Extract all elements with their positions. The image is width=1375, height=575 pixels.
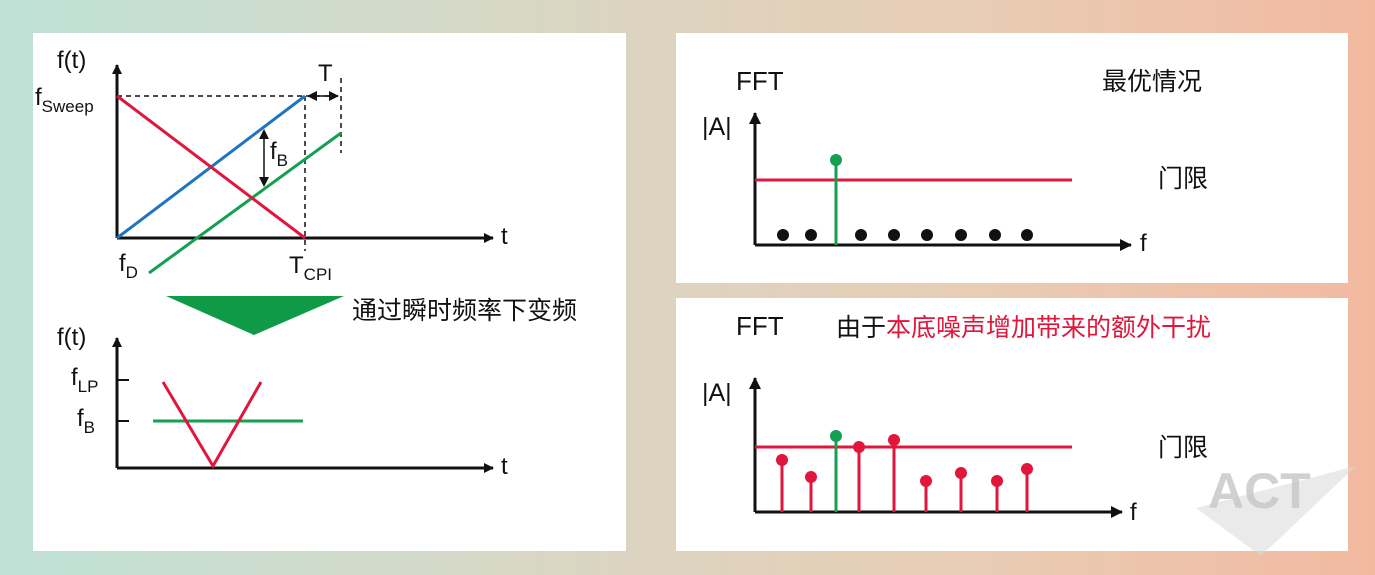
noise-stem-marker [991, 475, 1003, 487]
noise-title-highlight: 本底噪声增加带来的额外干扰 [886, 313, 1211, 342]
fft-label: FFT [736, 311, 784, 341]
threshold-label: 门限 [1158, 433, 1208, 462]
target-peak-marker [830, 154, 842, 166]
noise-point [989, 229, 1001, 241]
fft-noise-chart: FFT 由于本底噪声增加带来的额外干扰 |A| 门限 f ACT [702, 311, 1356, 556]
fft-label: FFT [736, 66, 784, 96]
fb-arrowhead-top [259, 129, 269, 139]
noise-point [855, 229, 867, 241]
noise-stem-marker [920, 475, 932, 487]
target-peak-marker [830, 430, 842, 442]
noise-point [805, 229, 817, 241]
noise-stem-marker [888, 434, 900, 446]
chirp-diagram: f(t) t fSweep T fB fD TCPI 通过瞬时频率下变频 f(t… [35, 47, 577, 480]
noise-point [921, 229, 933, 241]
f-b-bottom-label: fB [77, 405, 95, 437]
noise-point [888, 229, 900, 241]
f-b-label: fB [270, 138, 288, 170]
noise-stem-marker [776, 454, 788, 466]
top-right-panel: FFT 最优情况 |A| 门限 f [676, 33, 1348, 283]
fb-arrowhead-bottom [259, 177, 269, 187]
threshold-label: 门限 [1158, 164, 1208, 193]
watermark-swoosh [1196, 466, 1356, 556]
downconversion-caption: 通过瞬时频率下变频 [352, 296, 577, 325]
downconversion-arrow [166, 296, 344, 335]
top-x-axis-label: t [501, 223, 508, 250]
t-period-label: T [318, 60, 333, 87]
fft-optimal-chart: FFT 最优情况 |A| 门限 f [702, 66, 1208, 257]
t-arrowhead-left [307, 91, 317, 101]
f-d-label: fD [119, 250, 138, 282]
top-y-axis-label: f(t) [57, 47, 86, 74]
noise-stem-marker [805, 471, 817, 483]
bottom-y-axis-label: f(t) [57, 324, 86, 351]
noise-stem-marker [853, 441, 865, 453]
bottom-right-panel: FFT 由于本底噪声增加带来的额外干扰 |A| 门限 f ACT [676, 298, 1356, 556]
noise-point [1021, 229, 1033, 241]
down-chirp-line [116, 94, 306, 240]
left-panel: f(t) t fSweep T fB fD TCPI 通过瞬时频率下变频 f(t… [33, 33, 626, 551]
scenario-title: 最优情况 [1102, 67, 1202, 96]
f-sweep-label: fSweep [35, 84, 94, 116]
frequency-axis-label: f [1140, 230, 1147, 257]
lowpass-v-line [161, 381, 263, 469]
t-cpi-label: TCPI [289, 252, 332, 284]
noise-stem-marker [955, 467, 967, 479]
noise-point [955, 229, 967, 241]
noise-point [777, 229, 789, 241]
receive-chirp-line [148, 131, 342, 275]
amplitude-label: |A| [702, 379, 732, 407]
amplitude-label: |A| [702, 113, 732, 141]
noise-title: 由于本底噪声增加带来的额外干扰 [836, 313, 1211, 342]
t-arrowhead-right [329, 91, 339, 101]
watermark-logo: ACT [1208, 463, 1311, 519]
f-lp-label: fLP [71, 364, 98, 396]
bottom-x-axis-label: t [501, 453, 508, 480]
frequency-axis-label: f [1130, 499, 1137, 526]
noise-stem-marker [1021, 463, 1033, 475]
